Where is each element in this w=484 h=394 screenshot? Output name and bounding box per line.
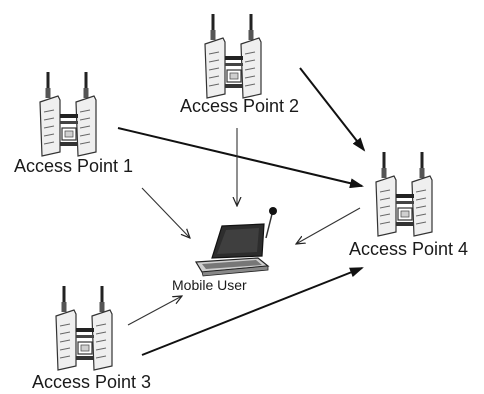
- mobile-user-label: Mobile User: [172, 277, 247, 293]
- link-ap1-ap4: [117, 127, 364, 189]
- access-point-1-icon: [40, 72, 96, 156]
- access-point-4-icon: [376, 152, 432, 236]
- access-point-4-label: Access Point 4: [349, 239, 469, 259]
- access-point-3-label: Access Point 3: [32, 372, 152, 392]
- link-ap3-mobile: [127, 296, 182, 326]
- access-point-1-label: Access Point 1: [14, 156, 134, 176]
- link-ap1-mobile: [141, 187, 190, 238]
- access-point-3-icon: [56, 286, 112, 370]
- access-point-2-icon: [205, 14, 261, 98]
- link-ap2-ap4: [299, 67, 366, 152]
- access-point-2-label: Access Point 2: [180, 96, 300, 116]
- connections: [117, 67, 366, 356]
- link-ap3-ap4: [141, 267, 364, 356]
- laptop-icon: [194, 207, 277, 277]
- link-ap4-mobile: [296, 207, 361, 244]
